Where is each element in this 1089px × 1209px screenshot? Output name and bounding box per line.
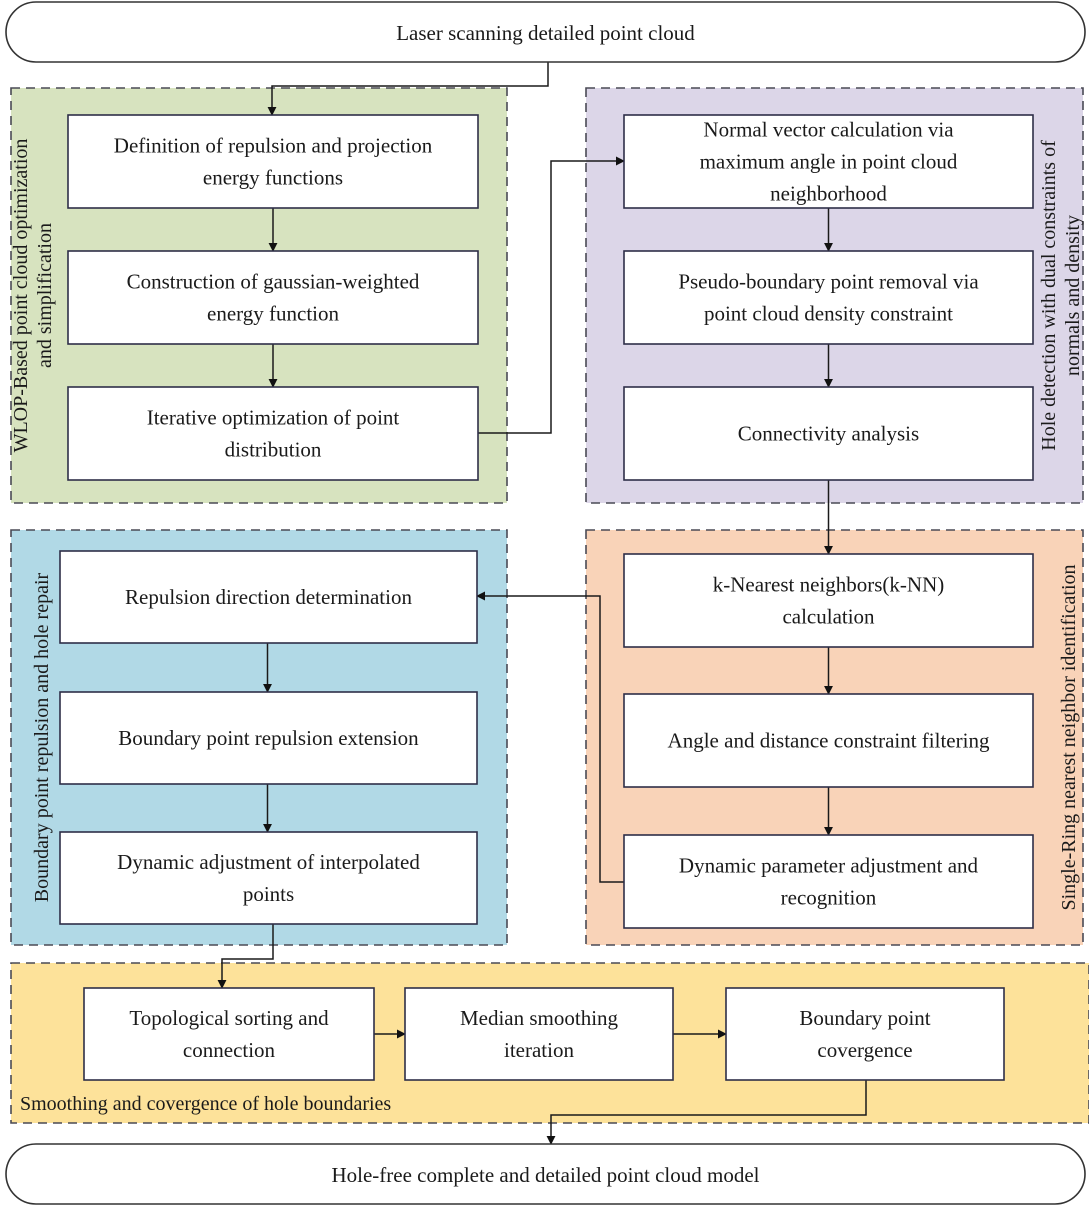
process-box-label-line: Boundary point repulsion extension: [118, 726, 419, 750]
step-wlop-1: Definition of repulsion and projection en…: [67, 114, 479, 209]
process-box-label: k-Nearest neighbors(k-NN) calculation: [713, 573, 945, 629]
process-box-label-line: covergence: [817, 1038, 912, 1062]
process-box: [67, 386, 479, 481]
step-repulsion-2: Boundary point repulsion extension: [59, 691, 478, 785]
process-box-label-line: iteration: [504, 1038, 574, 1062]
process-box-label-line: k-Nearest neighbors(k-NN): [713, 573, 945, 597]
process-box: [59, 550, 478, 644]
group-label-line: normals and density: [1062, 215, 1084, 376]
step-smoothing-1: Topological sorting and connection: [83, 987, 375, 1081]
process-box: [725, 987, 1005, 1081]
process-box: [67, 250, 479, 345]
step-hole-detection-3: Connectivity analysis: [623, 386, 1034, 481]
step-repulsion-1: Repulsion direction determination: [59, 550, 478, 644]
process-box-label-line: Pseudo-boundary point removal via: [678, 270, 979, 294]
process-box-label-line: calculation: [782, 605, 875, 629]
step-smoothing-2: Median smoothing iteration: [404, 987, 674, 1081]
process-box-label: Pseudo-boundary point removal via point c…: [678, 270, 979, 326]
group-label: Smoothing and covergence of hole boundar…: [20, 1093, 391, 1115]
process-box: [623, 114, 1034, 209]
process-box: [623, 250, 1034, 345]
process-box: [623, 693, 1034, 788]
step-single-ring-3: Dynamic parameter adjustment and recognit…: [623, 834, 1034, 929]
process-box-label: Dynamic parameter adjustment and recognit…: [679, 854, 979, 910]
start-terminator-label: Laser scanning detailed point cloud: [396, 21, 695, 45]
process-box: [623, 386, 1034, 481]
process-box-label-line: Construction of gaussian-weighted: [127, 270, 420, 294]
process-box-label-line: Median smoothing: [460, 1006, 619, 1030]
step-smoothing-3: Boundary point covergence: [725, 987, 1005, 1081]
process-box-label: Boundary point repulsion extension: [118, 726, 419, 750]
process-box-label-line: energy functions: [203, 166, 343, 190]
process-box-label-line: maximum angle in point cloud: [700, 150, 958, 174]
group-label-line: and simplification: [34, 223, 56, 368]
group-label-line: Hole detection with dual constraints of: [1038, 140, 1060, 451]
step-repulsion-3: Dynamic adjustment of interpolated points: [59, 831, 478, 925]
end-terminator: Hole-free complete and detailed point cl…: [5, 1143, 1086, 1205]
process-box-label: Iterative optimization of point distribut…: [147, 406, 400, 462]
process-box-label: Connectivity analysis: [738, 422, 919, 446]
end-terminator-shape: [5, 1143, 1086, 1205]
process-box-label-line: connection: [183, 1038, 276, 1062]
process-box-label: Repulsion direction determination: [125, 585, 412, 609]
step-single-ring-2: Angle and distance constraint filtering: [623, 693, 1034, 788]
process-box-label: Definition of repulsion and projection en…: [114, 134, 433, 190]
process-box: [623, 834, 1034, 929]
step-hole-detection-2: Pseudo-boundary point removal via point c…: [623, 250, 1034, 345]
process-box-label-line: Iterative optimization of point: [147, 406, 400, 430]
process-box-label-line: Boundary point: [799, 1006, 930, 1030]
process-box-label-line: Dynamic adjustment of interpolated: [117, 850, 420, 874]
group-label: Boundary point repulsion and hole repair: [31, 572, 53, 902]
connector-repulsion-to-smoothing: [217, 924, 274, 989]
group-label-line: Boundary point repulsion and hole repair: [31, 572, 53, 902]
process-box-label-line: Definition of repulsion and projection: [114, 134, 433, 158]
process-box: [623, 553, 1034, 648]
process-box-label: Construction of gaussian-weighted energy …: [127, 270, 420, 326]
step-hole-detection-1: Normal vector calculation via maximum ang…: [623, 114, 1034, 209]
group-label-line: WLOP-Based point cloud optimization: [10, 139, 32, 453]
process-box-label-line: Dynamic parameter adjustment and: [679, 854, 979, 878]
process-box-label-line: Normal vector calculation via: [703, 118, 954, 142]
process-box: [59, 691, 478, 785]
connector-wlop-to-hole-detection: [478, 156, 625, 434]
process-box-label: Median smoothing iteration: [460, 1006, 619, 1062]
connector-smoothing-to-end: [546, 1080, 867, 1145]
process-box: [404, 987, 674, 1081]
connector-start-to-wlop: [267, 62, 549, 116]
process-box-label-line: energy function: [207, 302, 339, 326]
process-box-label-line: Connectivity analysis: [738, 422, 919, 446]
process-box-label-line: recognition: [781, 886, 877, 910]
process-box-label: Normal vector calculation via maximum ang…: [700, 118, 958, 206]
group-label: Single-Ring nearest neighbor identificat…: [1058, 564, 1080, 910]
process-box-label-line: neighborhood: [770, 182, 887, 206]
process-box: [83, 987, 375, 1081]
start-terminator-shape: [5, 1, 1086, 63]
process-box-label-line: distribution: [225, 438, 322, 462]
process-box-label-line: Topological sorting and: [129, 1006, 329, 1030]
process-box-label-line: Angle and distance constraint filtering: [668, 729, 990, 753]
step-wlop-3: Iterative optimization of point distribut…: [67, 386, 479, 481]
process-box-label: Dynamic adjustment of interpolated points: [117, 850, 420, 906]
start-terminator: Laser scanning detailed point cloud: [5, 1, 1086, 63]
step-single-ring-1: k-Nearest neighbors(k-NN) calculation: [623, 553, 1034, 648]
process-box-label: Boundary point covergence: [799, 1006, 930, 1062]
step-wlop-2: Construction of gaussian-weighted energy …: [67, 250, 479, 345]
connector-single-ring-to-repulsion: [476, 591, 624, 883]
process-box-label: Topological sorting and connection: [129, 1006, 329, 1062]
process-box-label-line: point cloud density constraint: [704, 302, 953, 326]
group-label-line: Single-Ring nearest neighbor identificat…: [1058, 564, 1080, 910]
process-box-label: Angle and distance constraint filtering: [668, 729, 990, 753]
process-box: [67, 114, 479, 209]
end-terminator-label: Hole-free complete and detailed point cl…: [331, 1163, 759, 1187]
process-box: [59, 831, 478, 925]
process-box-label-line: points: [243, 882, 294, 906]
process-box-label-line: Repulsion direction determination: [125, 585, 412, 609]
